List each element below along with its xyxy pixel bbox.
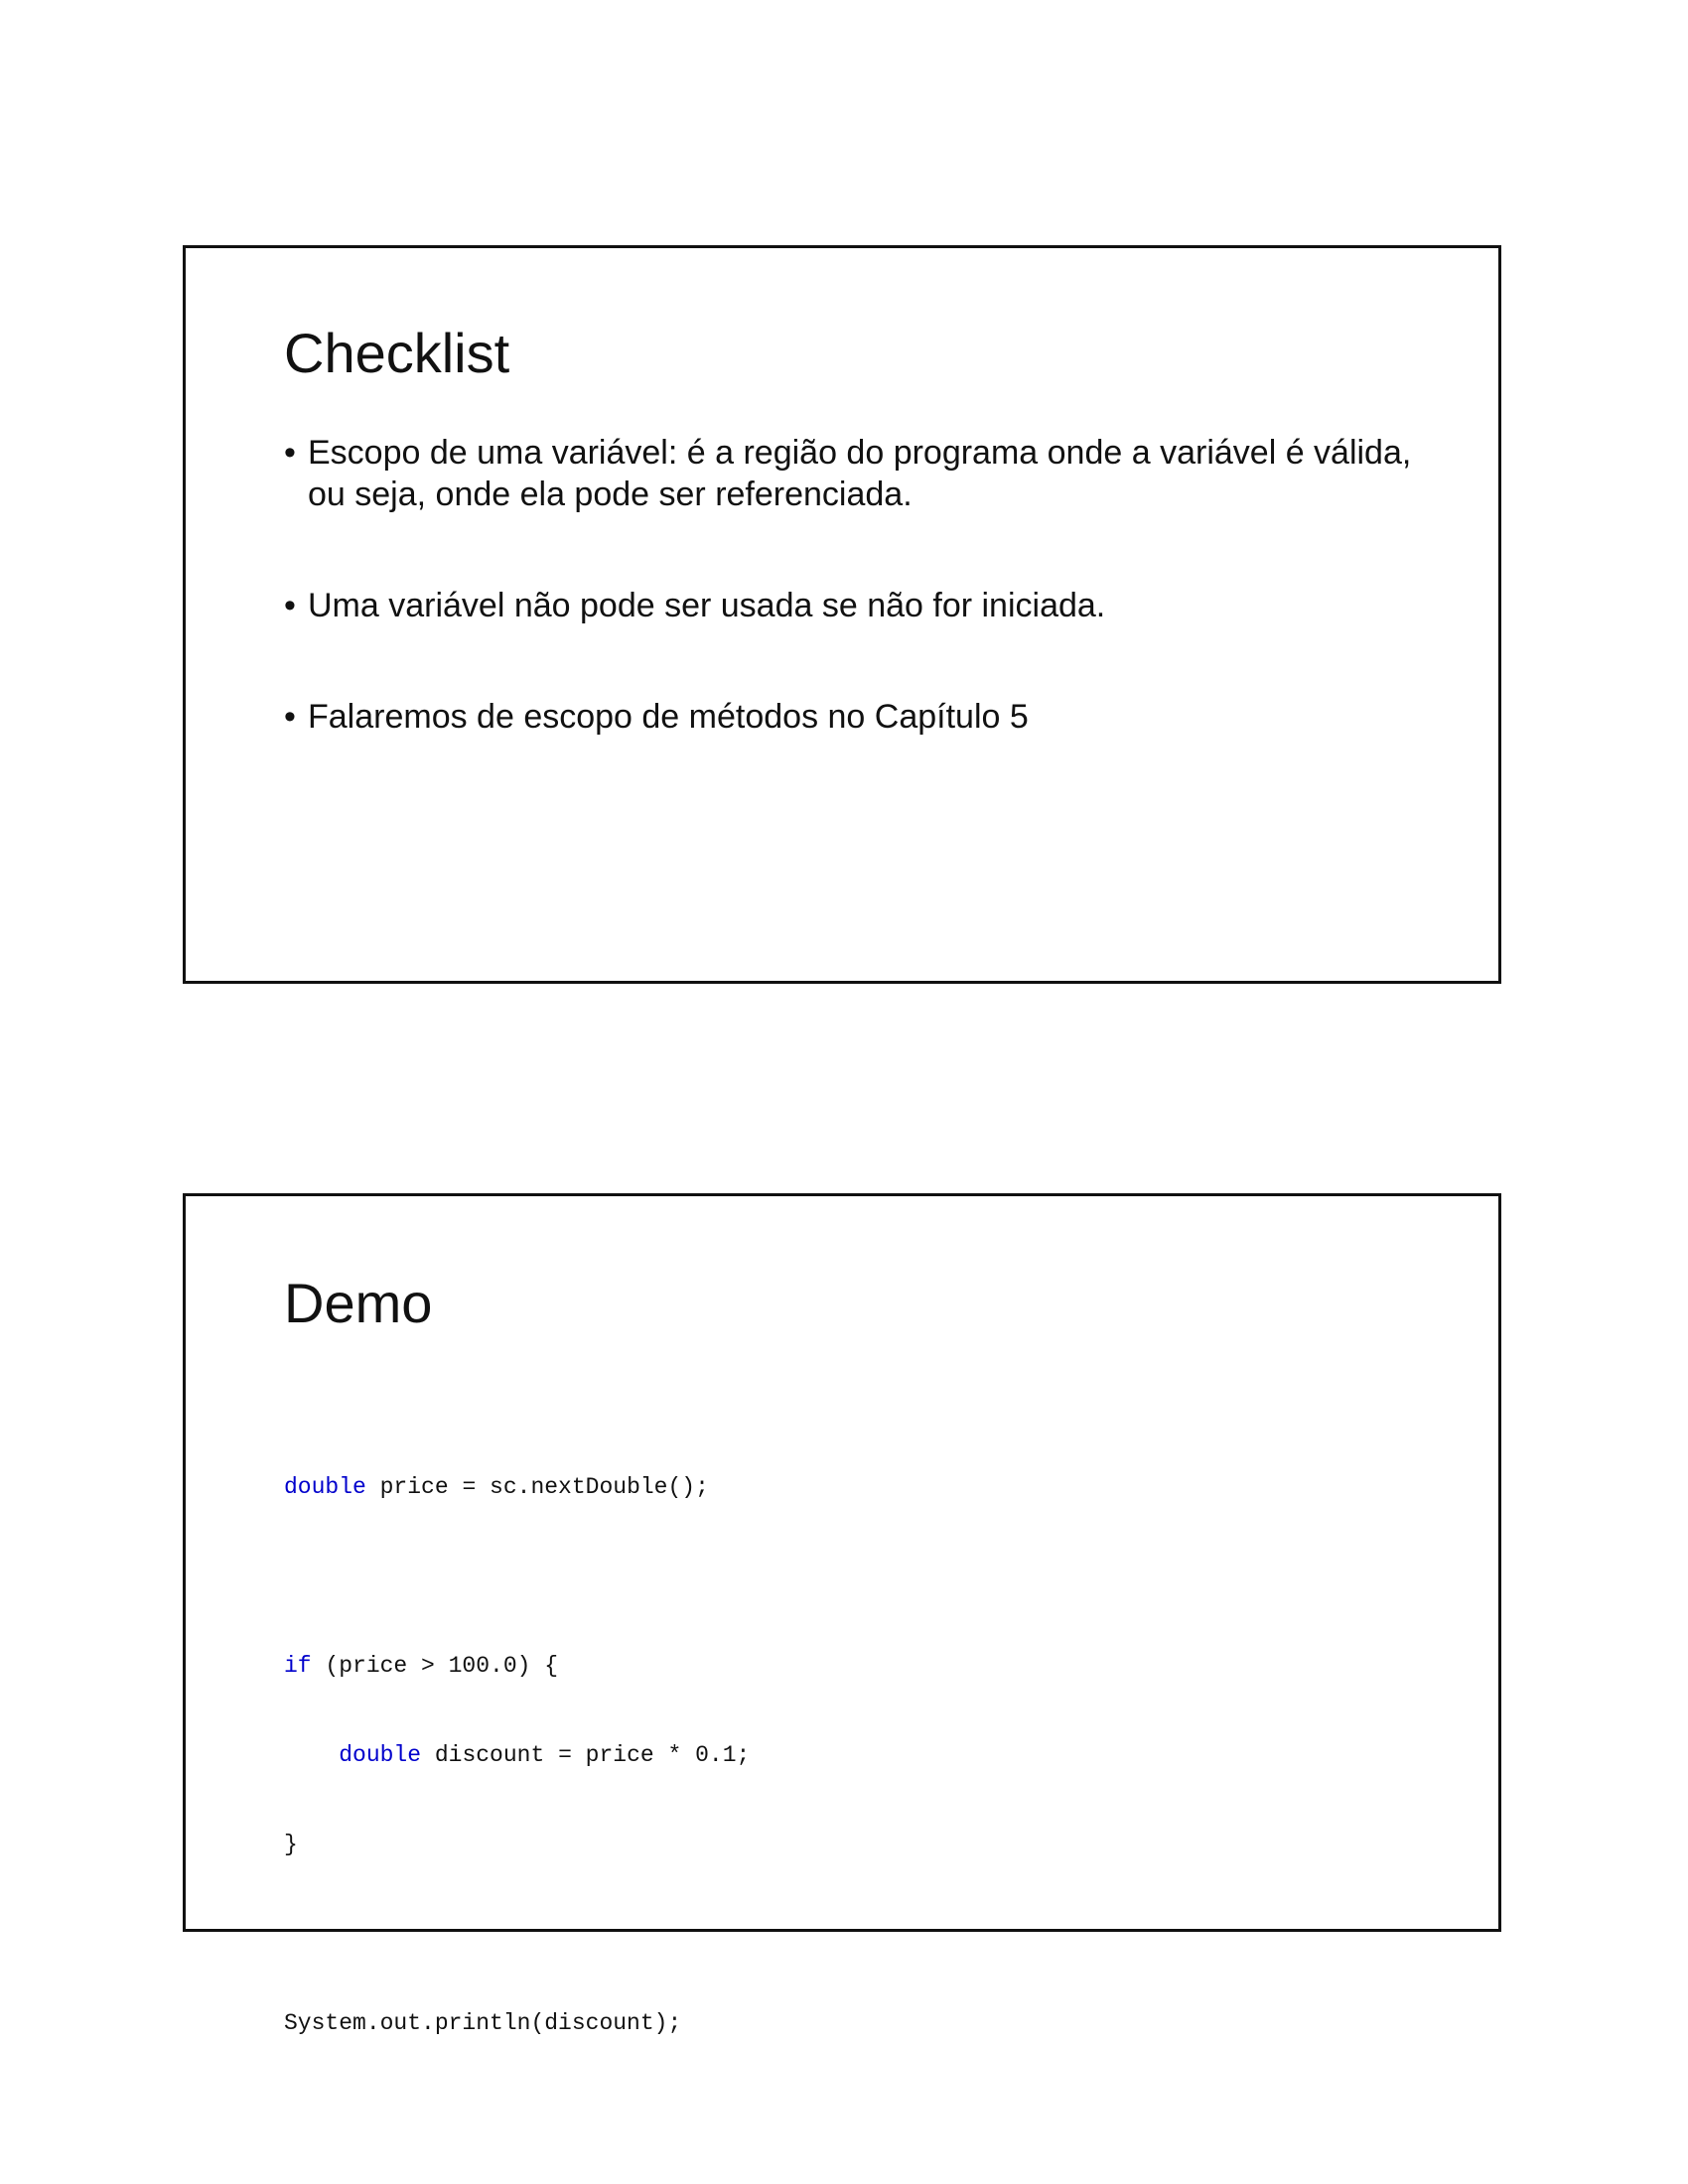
code-keyword: double <box>339 1742 422 1768</box>
bullet-list: Escopo de uma variável: é a região do pr… <box>284 432 1416 738</box>
code-line-7: System.out.println(discount); <box>284 2010 682 2036</box>
code-keyword: double <box>284 1474 366 1500</box>
code-line-6-blank <box>284 1919 750 1949</box>
code-block: double price = sc.nextDouble(); if (pric… <box>284 1413 750 2098</box>
slide-demo: Demo double price = sc.nextDouble(); if … <box>183 1193 1501 2036</box>
code-line-4: double discount = price * 0.1; <box>284 1740 750 1770</box>
code-text: (price > 100.0) { <box>311 1653 559 1679</box>
code-indent <box>284 1742 339 1768</box>
slide-title: Checklist <box>284 322 510 384</box>
bullet-item-initialized: Uma variável não pode ser usada se não f… <box>284 585 1416 626</box>
code-text: discount = price * 0.1; <box>421 1742 751 1768</box>
bullet-item-scope: Escopo de uma variável: é a região do pr… <box>284 432 1416 515</box>
code-line-3: if (price > 100.0) { <box>284 1651 750 1681</box>
code-line-5: } <box>284 1832 298 1857</box>
code-keyword: if <box>284 1653 312 1679</box>
code-line-2-blank <box>284 1562 750 1591</box>
slide-checklist: Checklist Escopo de uma variável: é a re… <box>183 245 1501 984</box>
code-text: price = sc.nextDouble(); <box>365 1474 709 1500</box>
bullet-item-chapter: Falaremos de escopo de métodos no Capítu… <box>284 696 1416 738</box>
slide-title: Demo <box>284 1272 433 1334</box>
code-line-1: double price = sc.nextDouble(); <box>284 1472 750 1502</box>
